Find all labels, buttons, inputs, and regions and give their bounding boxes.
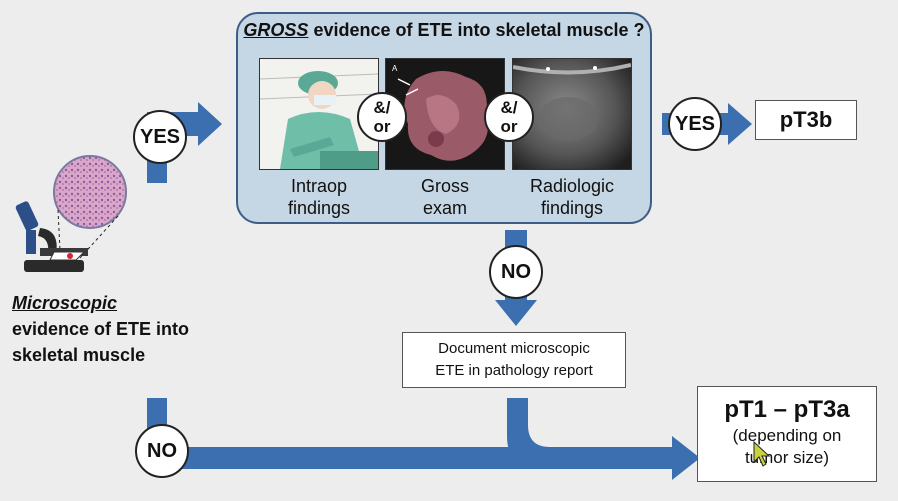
microscope-illustration [15, 155, 127, 272]
no-circle-middle: NO [489, 245, 543, 299]
andor-circle-1: &/or [357, 92, 407, 142]
pt3b-box: pT3b [755, 100, 857, 140]
no-circle-bottom: NO [135, 424, 189, 478]
yes-circle-right: YES [668, 97, 722, 151]
gross-title: GROSS evidence of ETE into skeletal musc… [243, 20, 645, 40]
andor-circle-2: &/or [484, 92, 534, 142]
tissue-magnified-icon [53, 155, 127, 229]
microscopic-evidence-label: Microscopic evidence of ETE into skeleta… [12, 293, 190, 365]
pt1-pt3a-box: pT1 – pT3a (depending on tumor size) [697, 386, 877, 482]
radiologic-image [512, 58, 632, 170]
surgeon-illustration [260, 59, 378, 169]
mouse-cursor-icon [753, 440, 771, 467]
image-marker: A [392, 64, 398, 73]
arrow-doc-merge [507, 398, 560, 469]
arrow-no-bottom [147, 398, 700, 480]
yes-circle-left: YES [133, 110, 187, 164]
